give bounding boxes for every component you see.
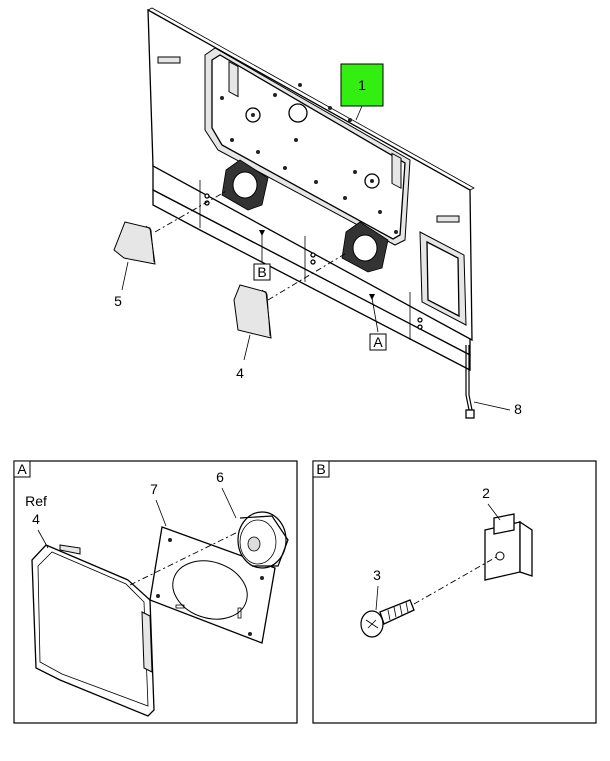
view-a-box xyxy=(369,333,387,351)
detail-a-label: A xyxy=(17,461,27,477)
detail-b-callout-part-2: 2 xyxy=(482,485,490,501)
view-b-label: B xyxy=(257,264,266,280)
detail-a-speaker-cover xyxy=(31,544,155,717)
detail-a-callout-part-4: 4 xyxy=(32,511,40,527)
detail-b-label-box xyxy=(312,460,330,478)
detail-a-speaker xyxy=(237,511,289,569)
detail-a-label-box xyxy=(13,460,31,478)
detail-a-leader-part-4 xyxy=(37,529,49,549)
detail-a-exploded-line xyxy=(129,527,247,586)
view-b-arrow xyxy=(259,230,265,236)
view-a-arrow xyxy=(369,294,375,300)
leader-part-5 xyxy=(121,261,129,291)
detail-b-leader-part-3 xyxy=(375,585,379,611)
speaker-cover-part-4 xyxy=(233,284,272,339)
exploded-line-part-4 xyxy=(267,251,349,301)
callout-part-1: 1 xyxy=(358,77,366,93)
detail-b-frame xyxy=(312,460,597,724)
callout-part-8: 8 xyxy=(514,401,522,417)
detail-a-ref-label: Ref xyxy=(25,493,47,509)
detail-b-screw xyxy=(360,599,415,638)
leader-part-4 xyxy=(243,334,251,361)
detail-b-clip-nut xyxy=(484,513,533,581)
rear-wall-panel-assembly xyxy=(147,7,475,419)
detail-a-mounting-bracket xyxy=(149,526,276,644)
speaker-cover-part-5 xyxy=(113,221,156,265)
leader-part-8 xyxy=(473,401,511,411)
view-b-box xyxy=(253,263,271,281)
fastener-dots xyxy=(220,83,398,234)
detail-a-leader-part-7 xyxy=(155,499,167,527)
detail-b-callout-part-3: 3 xyxy=(373,567,381,583)
detail-a-callout-part-6: 6 xyxy=(216,469,224,485)
detail-a-callout-part-7: 7 xyxy=(150,481,158,497)
detail-a-leader-part-6 xyxy=(221,487,237,519)
exploded-line-part-5 xyxy=(154,189,229,233)
leader-part-1 xyxy=(355,105,363,121)
detail-b-exploded-line xyxy=(413,555,499,605)
callout-part-5: 5 xyxy=(114,293,122,309)
detail-b-label: B xyxy=(316,461,325,477)
callout-part-4: 4 xyxy=(236,365,244,381)
view-a-label: A xyxy=(373,334,383,350)
view-a-arrow-shaft xyxy=(371,297,379,333)
detail-b-leader-part-2 xyxy=(487,503,501,521)
